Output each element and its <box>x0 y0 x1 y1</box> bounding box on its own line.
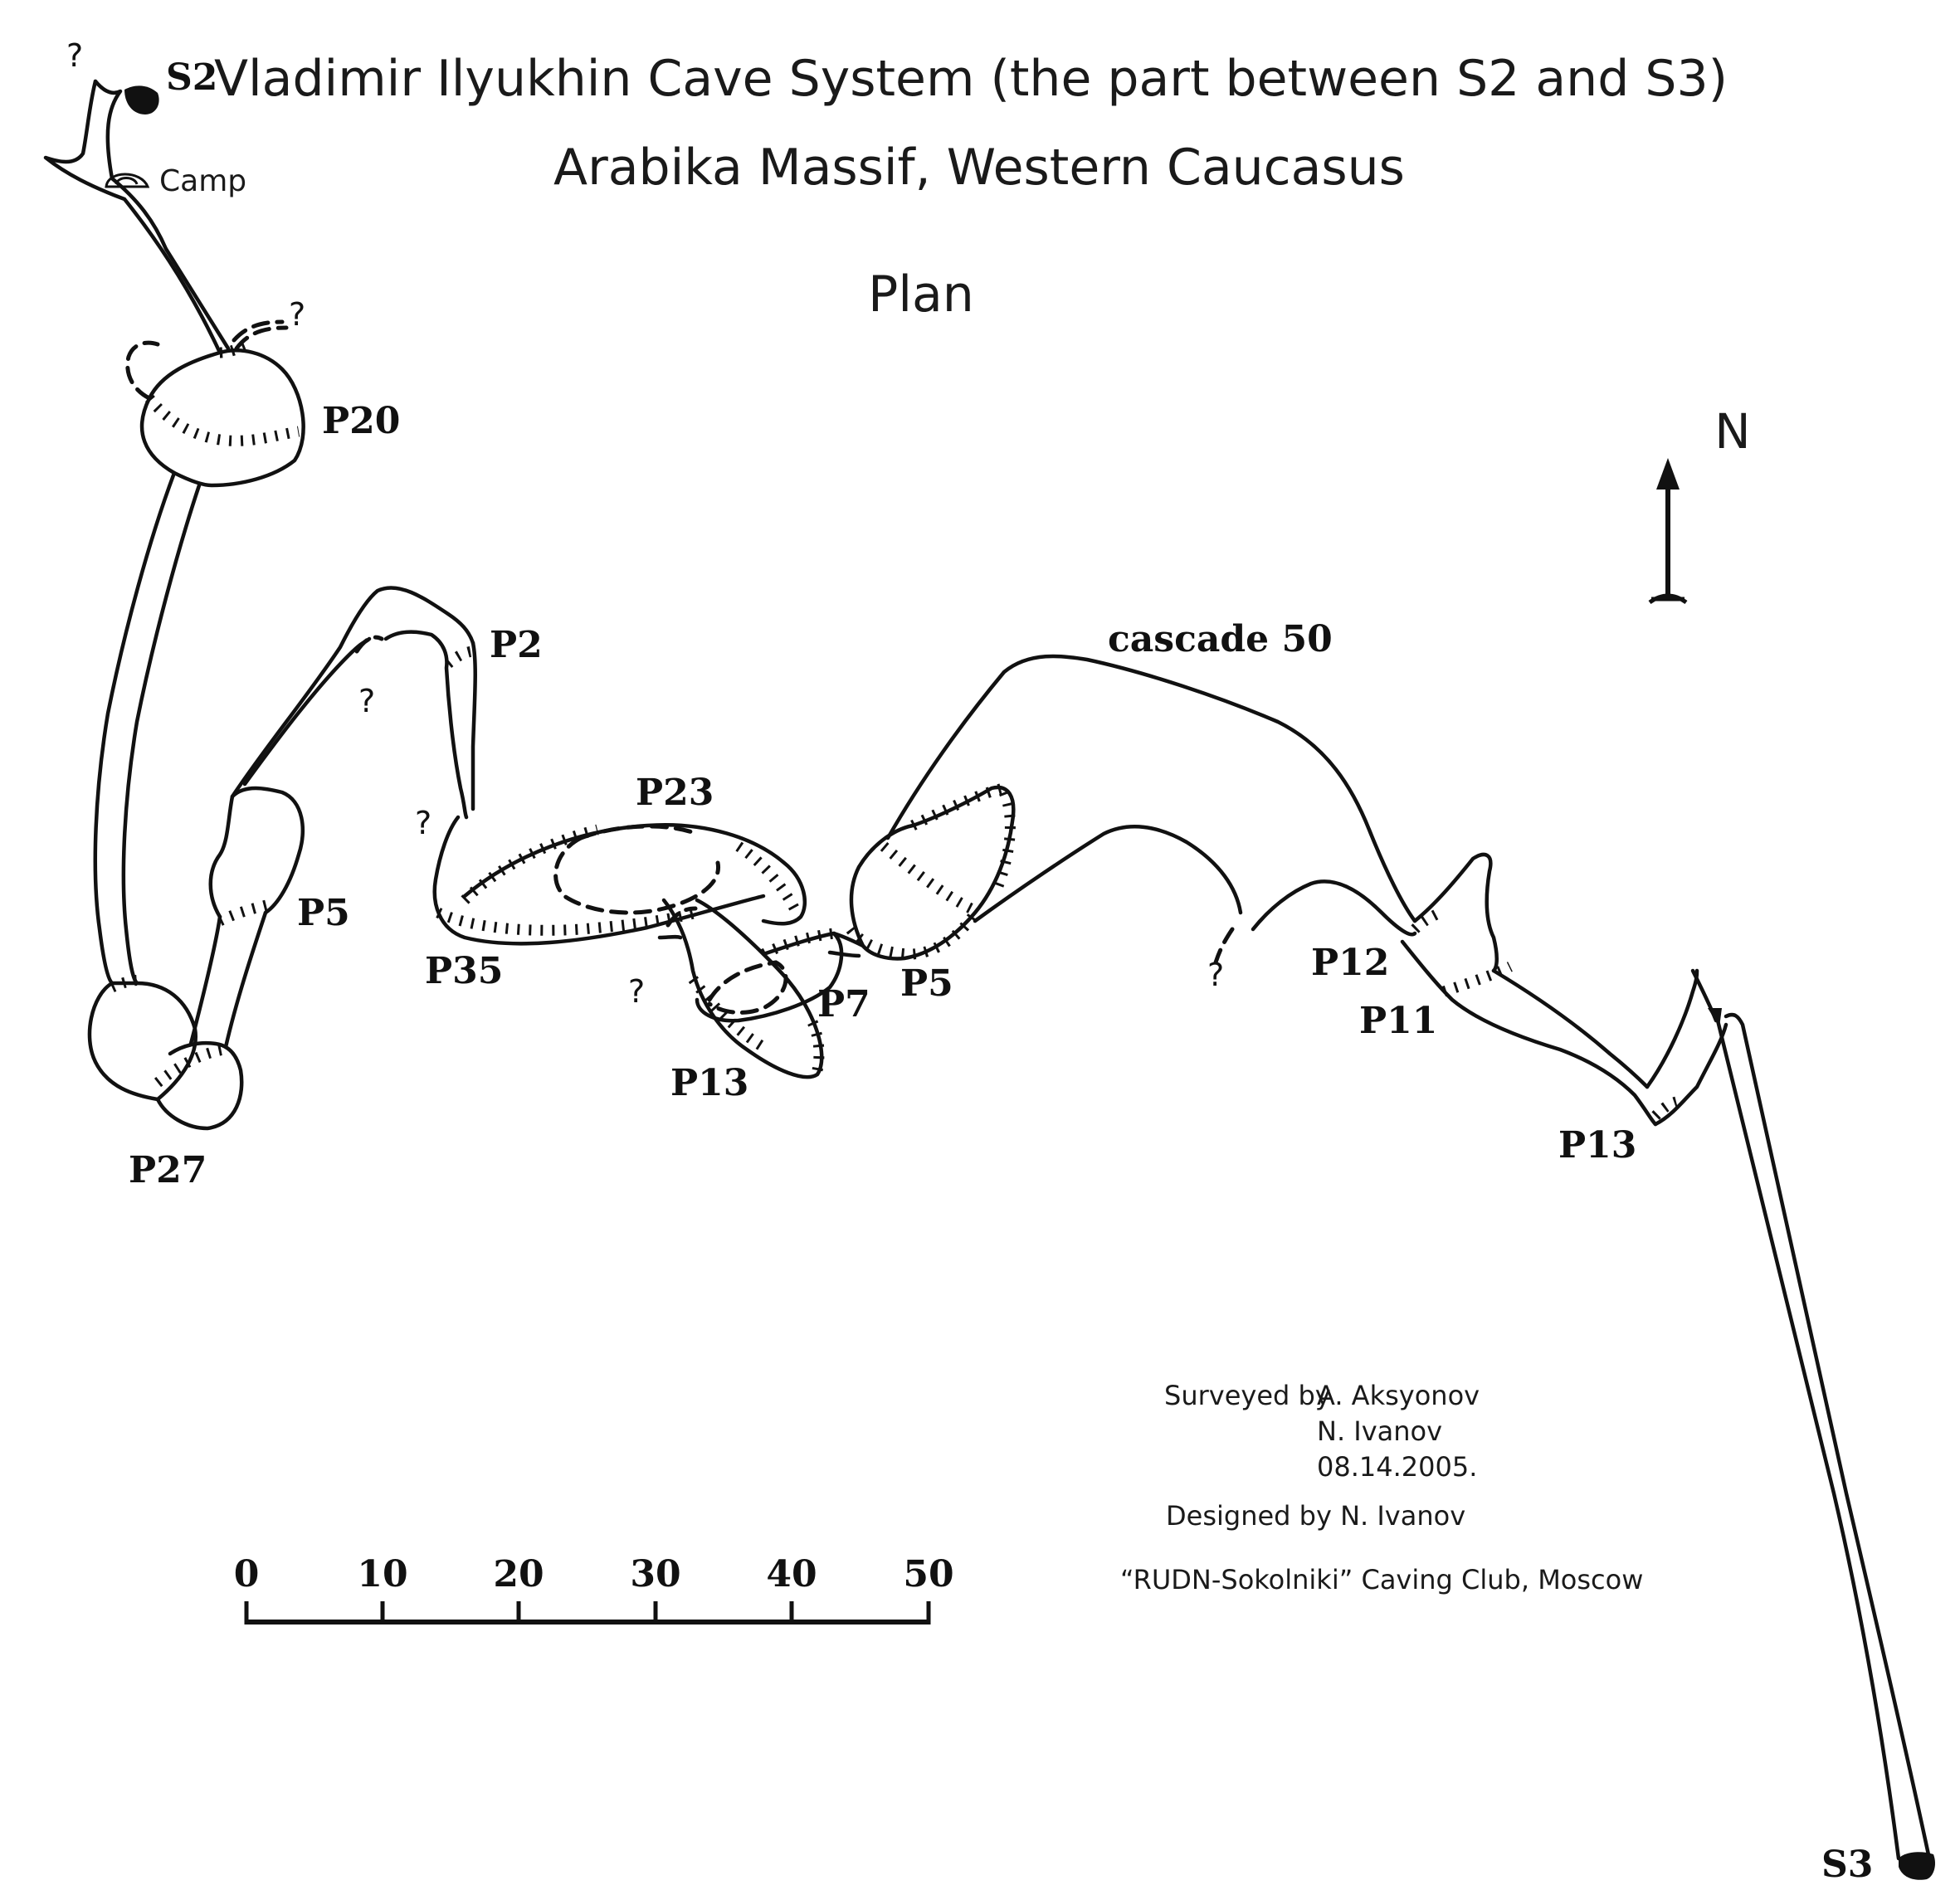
scale-tick-40: 40 <box>766 1553 817 1595</box>
passage-cascade-50-south <box>973 825 1243 923</box>
pit-p13-mid <box>661 898 824 1079</box>
question-lead-6: ? <box>1207 957 1224 993</box>
pit-p27-lower <box>155 1040 244 1131</box>
passage-upper-east-wall <box>93 79 231 351</box>
passage-p5-p2-south <box>242 636 372 787</box>
question-lead-3: ? <box>358 683 375 719</box>
question-lead-2: ? <box>289 296 305 333</box>
pit-p5-left <box>208 786 305 919</box>
surveyor-2: N. Ivanov <box>1317 1415 1442 1447</box>
cave-passages <box>43 79 1936 1880</box>
designed-by: Designed by N. Ivanov <box>1166 1500 1465 1532</box>
passage-upper-west-wall <box>43 79 222 355</box>
label-p35: P35 <box>425 950 503 992</box>
passage-p2-outer <box>470 641 477 811</box>
pit-p5-mid <box>849 785 1016 961</box>
label-p23: P23 <box>636 772 714 814</box>
surveyor-1: A. Aksyonov <box>1317 1380 1480 1411</box>
label-p20: P20 <box>322 400 400 442</box>
question-lead-5: ? <box>628 973 645 1010</box>
passage-side-dashed <box>234 325 289 351</box>
north-arrow-icon <box>1648 458 1688 605</box>
survey-date: 08.14.2005. <box>1317 1451 1477 1483</box>
map-subtitle: Arabika Massif, Western Caucasus <box>553 139 1405 197</box>
pit-p12 <box>1412 852 1499 973</box>
scale-tick-30: 30 <box>630 1553 680 1595</box>
scale-tick-10: 10 <box>357 1553 407 1595</box>
question-lead-4: ? <box>415 805 431 841</box>
passage-p27-p5-east <box>223 910 268 1050</box>
scale-tick-0: 0 <box>234 1553 260 1595</box>
scale-bar: 0 10 20 30 40 50 <box>234 1553 954 1625</box>
label-p12: P12 <box>1311 942 1389 984</box>
passage-p2-inner <box>383 630 469 820</box>
label-s2: S2 <box>166 56 217 99</box>
pit-p7 <box>695 931 844 1023</box>
label-p5-left: P5 <box>297 892 350 934</box>
surveyed-by-label: Surveyed by <box>1164 1380 1331 1411</box>
scale-tick-20: 20 <box>493 1553 544 1595</box>
passage-p20-p27-west <box>93 470 177 986</box>
scale-tick-50: 50 <box>903 1553 953 1595</box>
label-p5-mid: P5 <box>900 962 953 1005</box>
camp-icon <box>105 173 150 188</box>
map-title: Vladimir Ilyukhin Cave System (the part … <box>214 50 1728 108</box>
label-p2: P2 <box>490 624 543 666</box>
pit-p27 <box>87 981 198 1102</box>
label-p7: P7 <box>817 983 870 1025</box>
label-camp: Camp <box>159 164 246 198</box>
passage-to-s3-west <box>1715 1018 1901 1861</box>
survey-credits: Surveyed by A. Aksyonov N. Ivanov 08.14.… <box>1120 1380 1643 1595</box>
passage-p20-p27-east <box>121 483 202 986</box>
pit-p23-dashed <box>553 835 721 915</box>
map-view-label: Plan <box>868 265 974 324</box>
passage-p27-p5-west <box>188 914 222 1046</box>
passage-cascade-50-north <box>885 654 1417 923</box>
pit-p11 <box>1400 939 1658 1127</box>
label-p27: P27 <box>129 1149 207 1191</box>
passage-p5-p2-north <box>230 586 475 799</box>
s2-entrance-mark <box>124 85 159 114</box>
passage-to-s3-east <box>1724 1012 1932 1861</box>
pit-p23 <box>462 823 807 926</box>
label-p11: P11 <box>1359 1000 1437 1042</box>
s3-entrance-mark <box>1899 1852 1936 1880</box>
label-s3: S3 <box>1821 1844 1873 1886</box>
caving-club: “RUDN-Sokolniki” Caving Club, Moscow <box>1120 1564 1643 1595</box>
label-p13-mid: P13 <box>670 1062 748 1104</box>
question-lead-1: ? <box>66 37 83 74</box>
label-p13-right: P13 <box>1558 1124 1636 1167</box>
north-label: N <box>1714 403 1750 460</box>
label-cascade-50: cascade 50 <box>1108 618 1333 660</box>
